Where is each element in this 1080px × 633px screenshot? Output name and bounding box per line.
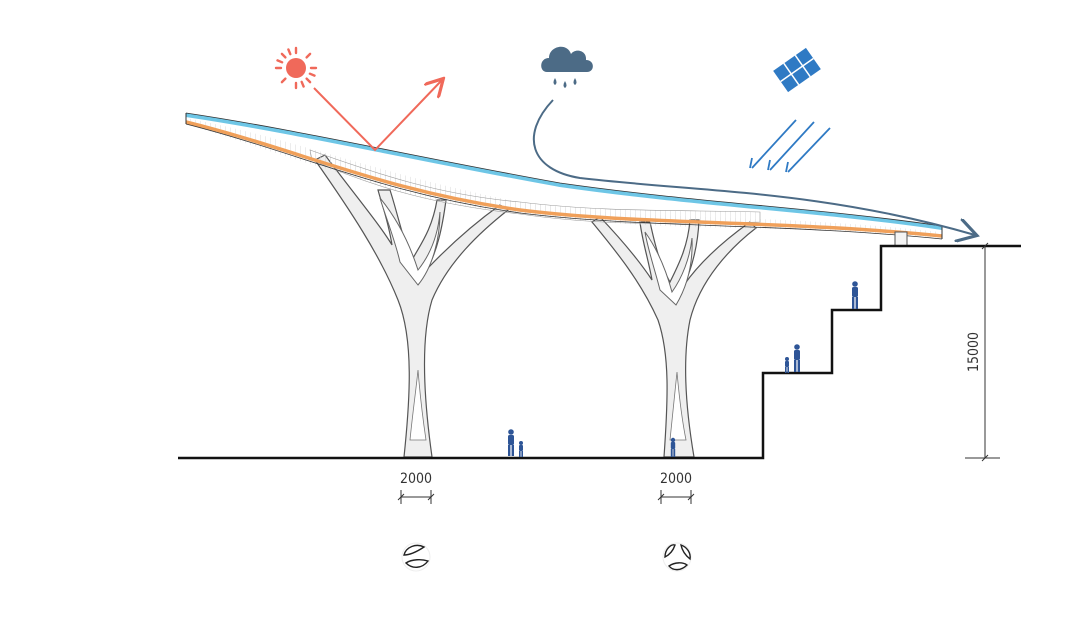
rain-cloud-icon — [541, 46, 593, 88]
person-icon — [670, 437, 676, 457]
dimension-height — [965, 242, 1000, 462]
solar-panel-icon — [773, 47, 821, 93]
person-icon — [508, 429, 523, 457]
tree-column-right — [591, 216, 757, 458]
dimension-height-label: 15000 — [966, 332, 982, 372]
person-icon — [852, 281, 858, 309]
sun-icon — [274, 46, 318, 90]
roof-canopy — [185, 112, 943, 247]
sun-reflection-arrow — [313, 80, 442, 152]
dimension-column1-label: 2000 — [400, 471, 432, 487]
dimension-column1 — [397, 490, 435, 504]
ground-line — [178, 244, 1021, 460]
person-icon — [785, 344, 800, 373]
dimension-column2-label: 2000 — [660, 471, 692, 487]
rain-drainage-arrow — [532, 99, 975, 235]
column2-plan-section — [662, 542, 692, 572]
column1-plan-section — [401, 542, 431, 572]
dimension-column2 — [657, 490, 695, 504]
tree-column-left — [314, 154, 510, 458]
solar-light-lines — [749, 119, 831, 173]
